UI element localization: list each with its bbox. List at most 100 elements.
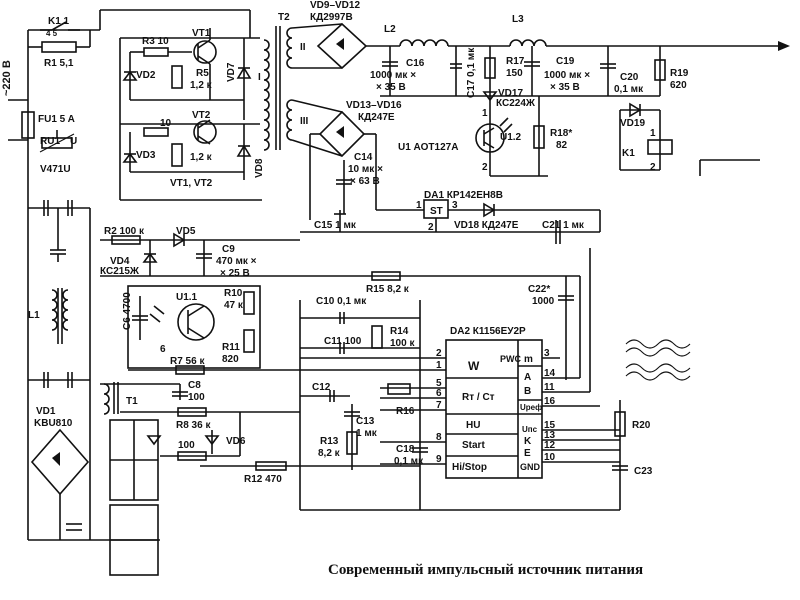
da2-pin-11: 11	[544, 382, 555, 393]
transistor-vt1	[193, 40, 217, 64]
label-r18: R18*	[550, 128, 572, 139]
resistor-r11	[243, 329, 255, 353]
label-c18: C18	[396, 444, 415, 455]
transformer-t2	[263, 39, 270, 151]
label-ru1-sym: U	[70, 136, 77, 147]
label-c20: C20	[620, 72, 639, 83]
label-c14: C14	[354, 152, 373, 163]
label-da1: DA1 КР142ЕН8В	[424, 190, 503, 201]
label-r5: R5	[196, 68, 209, 79]
label-k1: K1	[622, 148, 635, 159]
label-t2-winding-2: II	[300, 42, 306, 53]
da2-block-hi-stop: Hi/Stop	[452, 462, 487, 473]
label-c20-value: 0,1 мк	[614, 84, 644, 95]
label-r11: R11	[222, 342, 240, 353]
label-vd18: VD18 КД247Е	[454, 220, 519, 231]
label-r7-pin: 6	[160, 344, 166, 355]
label-c8: C8	[188, 380, 201, 391]
optocoupler-u1-2	[475, 123, 505, 153]
ic-da2	[445, 339, 543, 479]
da2-pin-6: 6	[436, 388, 442, 399]
label-vd1: VD1	[36, 406, 56, 417]
inductor-l3	[509, 39, 547, 47]
label-k1-pin2: 2	[650, 162, 656, 173]
inductor-l1	[51, 289, 58, 331]
label-r19: R19	[670, 68, 689, 79]
label-t2-winding-1: I	[258, 72, 261, 83]
label-da1-pin1: 1	[416, 200, 422, 211]
label-c16-value: 1000 мк ×	[370, 70, 416, 81]
transistor-vt2	[193, 120, 217, 144]
resistor-r10	[243, 291, 255, 315]
label-l3: L3	[512, 14, 524, 25]
label-vd13-type: КД247Е	[358, 112, 395, 123]
controller-section	[299, 248, 628, 511]
da2-label-ups: Uпс	[522, 425, 538, 434]
label-vd4: VD4	[110, 256, 130, 267]
label-t2: T2	[278, 12, 290, 23]
label-k11-pins: 4 5	[46, 29, 58, 38]
resistor-r15	[371, 271, 401, 281]
label-ru1: RU1	[40, 136, 60, 147]
labels: ~220 В K1 1 4 5 R1 5,1 FU1 5 A RU1 U V47…	[1, 0, 689, 485]
resistor-r14	[371, 325, 383, 349]
da2-pin-16: 16	[544, 396, 556, 407]
da2-label-e: E	[524, 448, 531, 459]
resistor-r20	[614, 411, 626, 437]
da2-block-hu: HU	[466, 420, 480, 431]
da2-pin-13: 13	[544, 430, 556, 441]
label-c16: C16	[406, 58, 425, 69]
label-vd1-type: KBU810	[34, 418, 73, 429]
label-c19-value: 1000 мк ×	[544, 70, 590, 81]
label-r3: R3 10	[142, 36, 169, 47]
figure-caption: Современный импульсный источник питания	[328, 562, 644, 578]
label-vd9-type: КД2997В	[310, 12, 353, 23]
control-section	[100, 232, 580, 501]
label-vt1: VT1	[192, 28, 211, 39]
label-r16: R16	[396, 406, 415, 417]
label-u1-pin2: 2	[482, 162, 488, 173]
label-vd4-type: КС215Ж	[100, 266, 140, 277]
da2-pin-7: 7	[436, 400, 442, 411]
label-c11: C11 100	[324, 336, 362, 347]
da2-block-start: Start	[462, 440, 485, 451]
label-c19-voltage: × 35 В	[550, 82, 580, 93]
label-vd6: VD6	[226, 436, 246, 447]
da2-pin-12: 12	[544, 440, 556, 451]
label-t2-winding-3: III	[300, 116, 309, 127]
label-u1: U1 АОТ127А	[398, 142, 458, 153]
label-vd19: VD19	[620, 118, 645, 129]
fuse-fu1	[21, 111, 35, 139]
da2-pin-10: 10	[544, 452, 556, 463]
label-l1: L1	[28, 310, 40, 321]
label-c22-value: 1000	[532, 296, 555, 307]
label-c8-value: 100	[188, 392, 205, 403]
label-c16-voltage: × 35 В	[376, 82, 406, 93]
label-r14-value: 100 к	[390, 338, 415, 349]
label-c9: C9	[222, 244, 235, 255]
da2-block-rt-ct: Rт / Cт	[462, 392, 495, 403]
label-r20: R20	[632, 420, 651, 431]
label-r8: R8 36 к	[176, 420, 211, 431]
da2-pin-14: 14	[544, 368, 556, 379]
resistor-r2	[111, 235, 141, 245]
resistor-r16	[387, 383, 411, 395]
label-vd7: VD7	[226, 62, 237, 82]
da2-pin-2: 2	[436, 348, 442, 359]
label-r17-value: 150	[506, 68, 523, 79]
da2-label-m: m	[524, 354, 533, 365]
label-vd17: VD17	[498, 88, 523, 99]
label-r2: R2 100 к	[104, 226, 145, 237]
label-fu1: FU1 5 A	[38, 114, 75, 125]
da2-label-pwc: PWC	[500, 354, 521, 364]
transformer-sketch	[625, 339, 691, 381]
da2-label-k: K	[524, 436, 532, 447]
da2-pin-3: 3	[544, 348, 550, 359]
label-da1-pin2: 2	[428, 222, 434, 233]
label-r7: R7 56 к	[170, 356, 205, 367]
label-c19: C19	[556, 56, 575, 67]
label-c9-voltage: × 25 В	[220, 268, 250, 279]
label-c14-value: 10 мк ×	[348, 164, 383, 175]
label-c18-value: 0,1 мк	[394, 456, 424, 467]
input-voltage-label: ~220 В	[1, 60, 13, 96]
